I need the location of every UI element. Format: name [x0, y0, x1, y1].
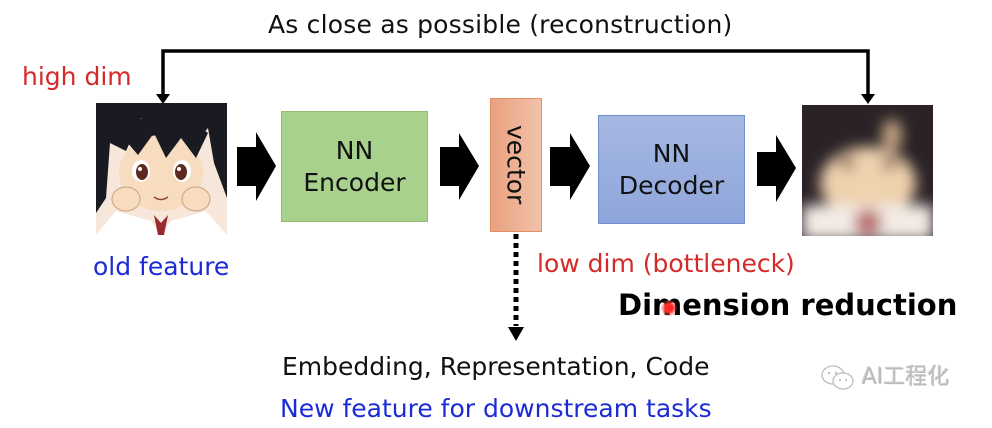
- embedding-representation-code-text: Embedding, Representation, Code: [282, 352, 710, 381]
- arrow-decoder-to-output: [757, 135, 796, 202]
- input-image: [96, 103, 227, 235]
- dotted-arrowhead: [508, 327, 524, 341]
- decoder-label-line1: NN: [652, 139, 691, 169]
- reconstruction-bracket: [161, 49, 870, 100]
- old-feature-label: old feature: [93, 252, 230, 281]
- arrow-vector-to-decoder: [550, 133, 590, 200]
- nn-encoder-box: NN Encoder: [281, 111, 428, 222]
- blurry-face-icon: [802, 105, 933, 236]
- laser-pointer-dot: [661, 300, 677, 316]
- anime-face-icon: [96, 103, 227, 235]
- arrow-input-to-encoder: [237, 132, 276, 201]
- encoder-label-line2: Encoder: [303, 167, 406, 197]
- watermark: AI工程化: [820, 364, 950, 392]
- arrow-encoder-to-vector: [440, 133, 479, 200]
- output-image: [802, 105, 933, 236]
- nn-decoder-box: NN Decoder: [598, 115, 745, 224]
- wechat-icon: [821, 365, 854, 390]
- bracket-arrowhead-left: [156, 94, 170, 104]
- reconstruction-title: As close as possible (reconstruction): [268, 10, 733, 39]
- encoder-label-line1: NN: [335, 136, 374, 166]
- new-feature-text: New feature for downstream tasks: [280, 394, 712, 423]
- low-dim-bottleneck-label: low dim (bottleneck): [537, 249, 795, 278]
- bracket-arrowhead-right: [861, 94, 875, 104]
- watermark-text: AI工程化: [862, 365, 950, 390]
- vector-box: vector: [490, 98, 542, 232]
- decoder-label-line2: Decoder: [618, 170, 725, 200]
- vector-label: vector: [501, 125, 531, 205]
- high-dim-label: high dim: [22, 62, 132, 91]
